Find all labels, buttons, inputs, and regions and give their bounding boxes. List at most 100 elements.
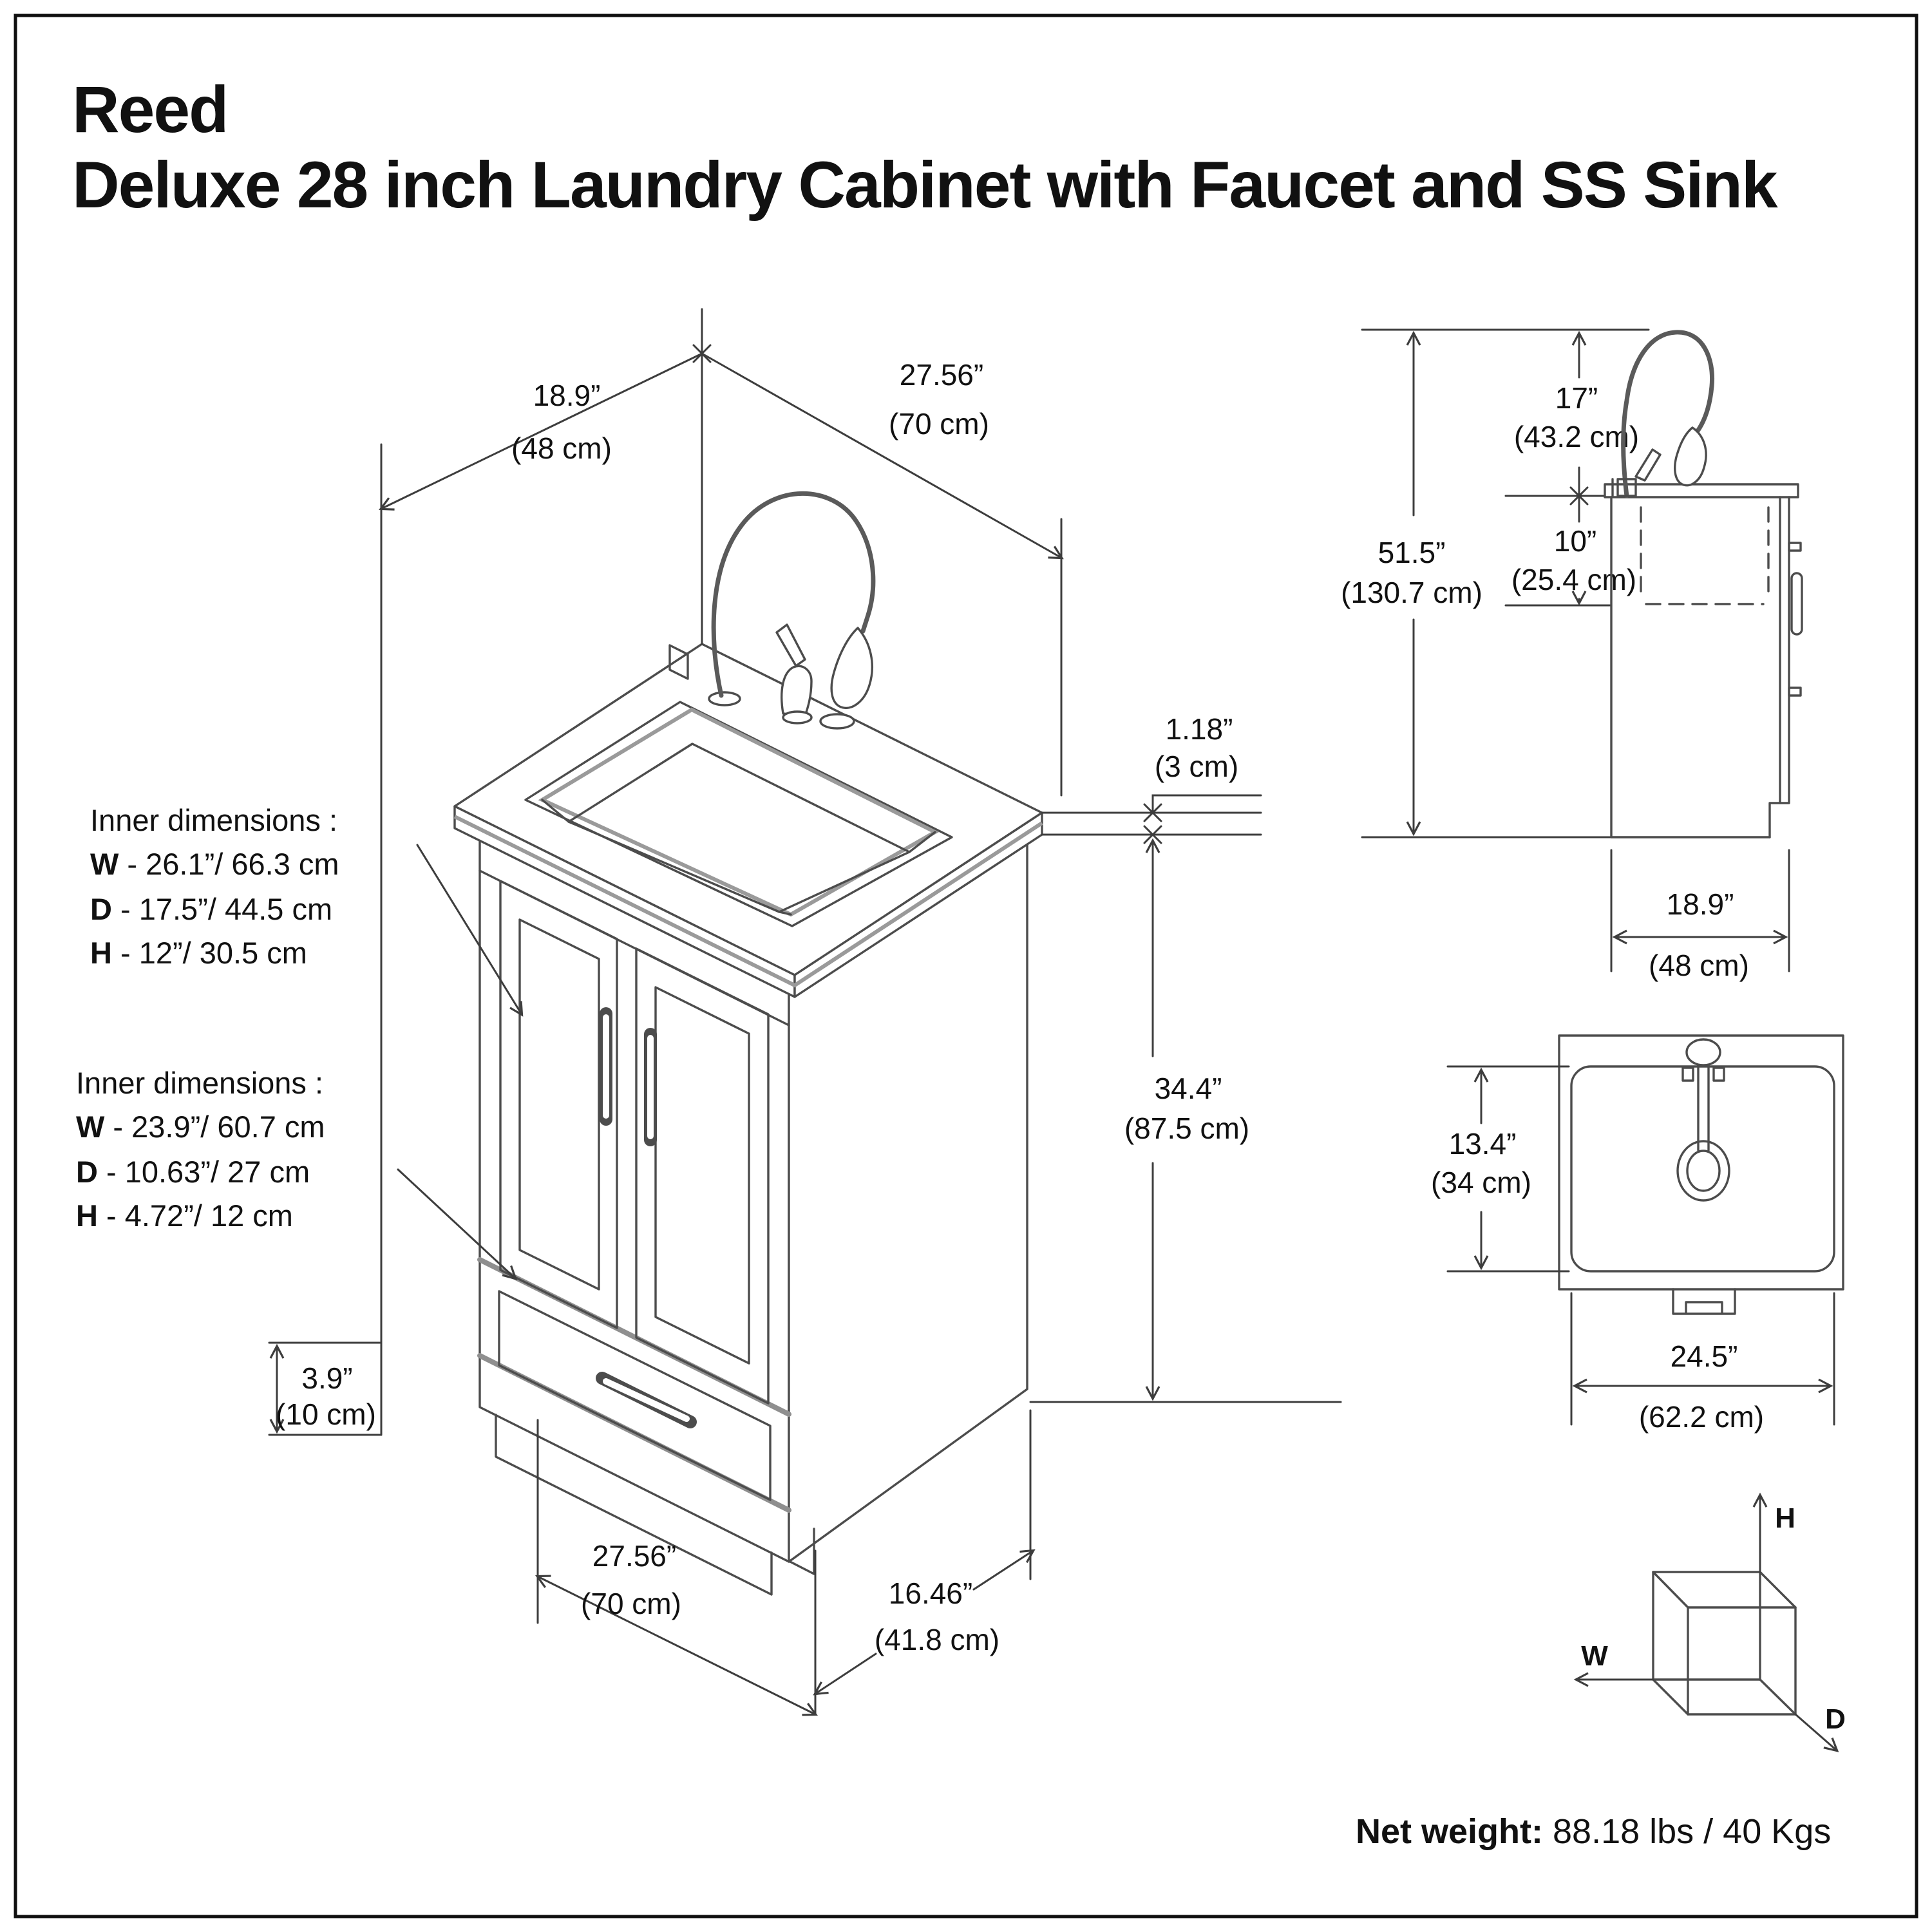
storage-inner-dimensions: Inner dimensions : W - 23.9”/ 60.7 cm D … (76, 1066, 518, 1281)
dim-depth-bottom-in: 16.46” (889, 1577, 972, 1610)
label: H (90, 936, 112, 970)
door-right-panel (654, 986, 750, 1365)
faucet-base (708, 691, 741, 706)
sink-inner-row-w: W - 26.1”/ 66.3 cm (90, 847, 339, 881)
cube-back-face (1652, 1571, 1761, 1681)
top-mount-bracket (1672, 1288, 1736, 1315)
net-weight-label: Net weight: (1356, 1812, 1543, 1851)
top-view: 13.4” (34 cm) 24.5” (62.2 cm) (1431, 1034, 1844, 1434)
top-countertop-outline (1558, 1034, 1844, 1291)
toe-kick-panel (495, 1414, 773, 1596)
door-left-panel (518, 918, 600, 1291)
dim-basin-width: 24.5” (62.2 cm) (1570, 1292, 1835, 1434)
dim-counter-thickness: 1.18” (3 cm) (1041, 712, 1262, 844)
dim-counter-cm: (3 cm) (1155, 750, 1238, 783)
top-faucet-tab-right (1712, 1066, 1725, 1082)
dim-width-top-cm: (70 cm) (889, 407, 989, 440)
top-faucet-stem (1697, 1064, 1710, 1151)
top-sink-basin (1570, 1065, 1835, 1273)
dim-width-bottom-in: 27.56” (592, 1539, 676, 1573)
page-border (14, 14, 1918, 1918)
side-faucet-gooseneck (1621, 330, 1715, 498)
dim-width-bottom-cm: (70 cm) (581, 1587, 681, 1620)
side-drawer-handle-stub (1788, 687, 1802, 697)
dim-sink-depth-cm: (25.4 cm) (1511, 563, 1636, 596)
sink-inner-heading: Inner dimensions : (90, 803, 337, 837)
dim-depth-top: 18.9” (48 cm) (379, 352, 703, 1436)
dim-toe-in: 3.9” (301, 1361, 352, 1395)
axis-h-label: H (1775, 1502, 1795, 1534)
faucet-spray-head (830, 627, 874, 709)
orientation-cube: H W D (1573, 1492, 1846, 1752)
value: - 17.5”/ 44.5 cm (112, 892, 332, 926)
countertop-chamfer-line (453, 815, 1043, 988)
dimension-line (813, 1653, 877, 1696)
label: W (76, 1110, 105, 1144)
net-weight: Net weight: 88.18 lbs / 40 Kgs (1356, 1812, 1831, 1851)
drawer-handle-inner (603, 1378, 690, 1422)
dimension-line (535, 1575, 818, 1716)
brand-title: Reed (72, 73, 227, 146)
side-door-handle (1790, 572, 1803, 636)
dim-height-in: 34.4” (1155, 1072, 1222, 1105)
dimension-line (701, 352, 1064, 560)
dim-depth-bottom-cm: (41.8 cm) (875, 1623, 999, 1656)
leader-line (416, 844, 524, 1017)
sink-inner-dimensions: Inner dimensions : W - 26.1”/ 66.3 cm D … (90, 803, 524, 1017)
dim-faucet-height-in: 17” (1555, 381, 1598, 415)
dim-toe-kick: 3.9” (10 cm) (268, 1341, 383, 1436)
valve-base (782, 710, 813, 724)
dim-total-height-in: 51.5” (1378, 536, 1446, 569)
door-left (499, 880, 618, 1329)
side-countertop (1604, 483, 1799, 498)
sink-basin-walls (541, 799, 936, 916)
dim-height-cm: (87.5 cm) (1124, 1112, 1249, 1145)
dim-faucet-height: 17” (43.2 cm) (1514, 330, 1639, 506)
dim-depth-top-in: 18.9” (533, 379, 601, 412)
title-block: Reed Deluxe 28 inch Laundry Cabinet with… (72, 73, 1779, 222)
dim-cabinet-height: 34.4” (87.5 cm) (1029, 838, 1342, 1403)
top-faucet-base (1685, 1038, 1721, 1066)
cube-front-face (1687, 1606, 1797, 1716)
door-right (635, 947, 770, 1405)
leader-line (397, 1168, 518, 1281)
dim-sink-depth: 10” (25.4 cm) (1511, 495, 1636, 606)
value: - 12”/ 30.5 cm (112, 936, 307, 970)
sink-inner-row-h: H - 12”/ 30.5 cm (90, 936, 307, 970)
faucet-valve-body (781, 665, 813, 717)
axis-w-label: W (1581, 1640, 1608, 1672)
storage-inner-row-w: W - 23.9”/ 60.7 cm (76, 1110, 325, 1144)
top-faucet-tab-left (1681, 1066, 1694, 1082)
leader-line (1151, 794, 1262, 814)
side-view: 51.5” (130.7 cm) 17” (43.2 cm) 10” (25.4… (1341, 328, 1803, 982)
top-spray-head-inner (1686, 1150, 1721, 1192)
label: D (76, 1155, 98, 1189)
axis-d-label: D (1825, 1703, 1846, 1735)
axis-d-arrow (1794, 1713, 1839, 1752)
storage-inner-heading: Inner dimensions : (76, 1066, 323, 1100)
dim-total-height: 51.5” (130.7 cm) (1341, 330, 1482, 837)
dim-sink-depth-in: 10” (1554, 524, 1596, 558)
product-title: Deluxe 28 inch Laundry Cabinet with Fauc… (72, 148, 1778, 222)
net-weight-value: 88.18 lbs / 40 Kgs (1543, 1812, 1831, 1851)
value: - 26.1”/ 66.3 cm (118, 847, 339, 881)
dashed-sink-outline (1640, 506, 1770, 605)
dim-width-top: 27.56” (70 cm) (701, 352, 1064, 797)
top-spray-head-outer (1676, 1140, 1730, 1202)
side-door-handle-stub (1788, 542, 1802, 552)
dim-basin-depth: 13.4” (34 cm) (1431, 1065, 1570, 1273)
dim-total-height-cm: (130.7 cm) (1341, 576, 1482, 609)
isometric-view: 18.9” (48 cm) 27.56” (70 cm) 1.18” (3 cm… (76, 308, 1342, 1716)
dim-counter-in: 1.18” (1166, 712, 1233, 746)
dim-basin-width-in: 24.5” (1671, 1340, 1738, 1373)
dim-depth-bottom: 16.46” (41.8 cm) (813, 1409, 1036, 1696)
side-faucet-base (1616, 478, 1637, 497)
drawer-front (498, 1290, 772, 1501)
dimension-line (972, 1549, 1036, 1591)
sink-inner-row-d: D - 17.5”/ 44.5 cm (90, 892, 332, 926)
spray-head-base (819, 713, 855, 730)
dimension-line (379, 352, 703, 511)
dim-faucet-height-cm: (43.2 cm) (1514, 420, 1639, 453)
